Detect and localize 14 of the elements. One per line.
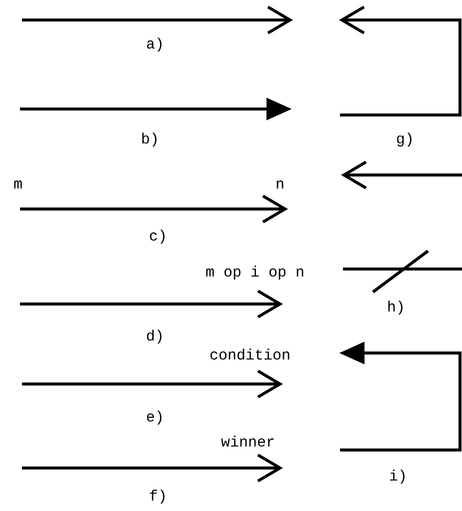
notation-label: n xyxy=(276,178,284,192)
notation-label: b) xyxy=(141,132,159,148)
notation-label: condition xyxy=(210,348,290,364)
notation-label: m xyxy=(14,178,22,192)
notation-label: h) xyxy=(387,300,405,316)
notation-label: e) xyxy=(146,410,164,426)
notation-label: f) xyxy=(149,490,167,504)
notation-label: g) xyxy=(396,132,414,148)
notation-label: a) xyxy=(146,38,164,52)
notation-label: c) xyxy=(149,230,167,244)
notation-label: winner xyxy=(221,436,275,450)
notation-label: d) xyxy=(146,330,164,344)
notation-label: i) xyxy=(389,470,407,484)
notation-label: m op i op n xyxy=(205,266,305,280)
